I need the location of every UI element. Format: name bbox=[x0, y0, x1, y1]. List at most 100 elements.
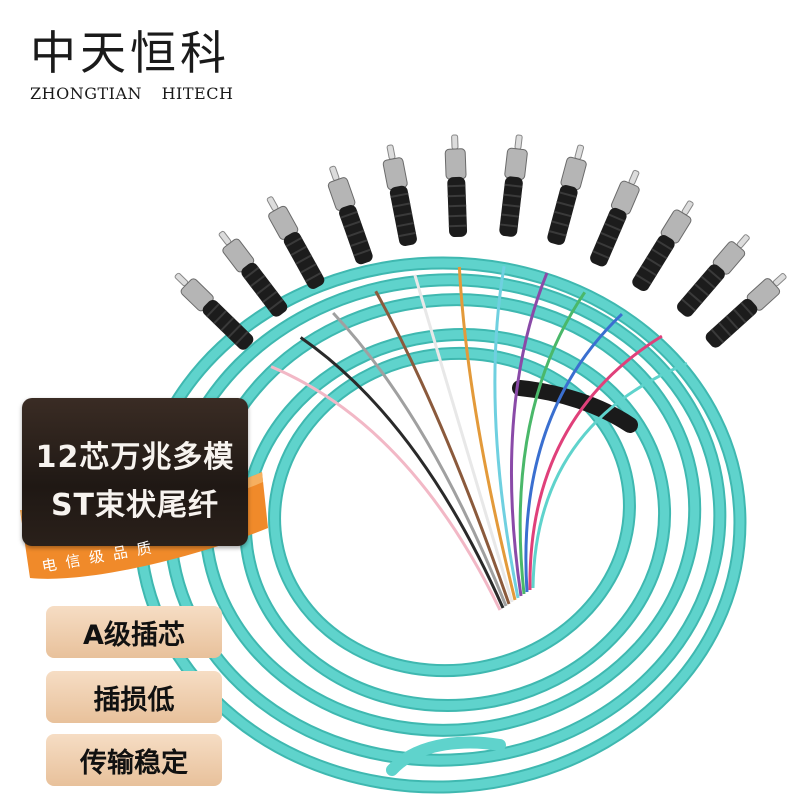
boot-rib bbox=[700, 275, 716, 289]
brand-name-chinese: 中天恒科 bbox=[30, 26, 230, 80]
st-connector bbox=[327, 165, 373, 265]
connector-boot bbox=[632, 235, 675, 292]
boot-rib bbox=[707, 267, 723, 282]
ferrule-tip bbox=[574, 144, 585, 160]
boot-rib bbox=[635, 273, 652, 285]
boot-rib bbox=[656, 239, 673, 251]
boot-rib bbox=[556, 201, 575, 208]
cable-coil-ring-highlight bbox=[240, 329, 670, 711]
boot-rib bbox=[740, 301, 754, 317]
boot-rib bbox=[343, 220, 362, 229]
boot-rib bbox=[304, 271, 322, 283]
st-connectors bbox=[174, 134, 787, 350]
fiber-strand bbox=[524, 312, 623, 593]
boot-rib bbox=[300, 263, 317, 274]
boot-rib bbox=[295, 254, 312, 265]
boot-rib bbox=[503, 193, 522, 198]
boot-rib bbox=[725, 315, 740, 330]
boot-rib bbox=[651, 248, 668, 260]
ferrule-tip bbox=[386, 144, 396, 160]
boot-rib bbox=[600, 231, 618, 241]
boot-rib bbox=[249, 274, 266, 288]
boot-rib bbox=[340, 210, 358, 219]
boot-rib bbox=[502, 203, 521, 208]
boot-rib bbox=[694, 283, 710, 297]
fiber-strand bbox=[270, 365, 502, 611]
boot-rib bbox=[234, 330, 249, 346]
st-connector bbox=[632, 200, 694, 292]
boot-rib bbox=[448, 214, 467, 218]
connector-housing bbox=[382, 157, 408, 191]
boot-rib bbox=[392, 202, 411, 208]
fiber-strands bbox=[270, 265, 688, 611]
boot-rib bbox=[447, 194, 466, 198]
boot-rib bbox=[558, 191, 577, 198]
connector-boot bbox=[241, 262, 288, 317]
boot-rib bbox=[718, 321, 732, 337]
fiber-strand bbox=[518, 291, 586, 595]
st-connector bbox=[382, 144, 417, 247]
boot-rib bbox=[640, 265, 657, 277]
boot-rib bbox=[262, 290, 278, 304]
boot-rib bbox=[592, 250, 610, 260]
boot-rib bbox=[447, 184, 466, 188]
boot-rib bbox=[548, 230, 567, 237]
boot-rib bbox=[396, 222, 415, 228]
fiber-strand bbox=[528, 334, 663, 591]
product-title-line-2: ST束状尾纤 bbox=[50, 488, 220, 523]
ferrule-tip bbox=[329, 165, 340, 181]
boot-rib bbox=[645, 256, 663, 268]
connector-boot bbox=[547, 184, 578, 245]
product-title-box: 12芯万兆多模 ST束状尾纤 bbox=[22, 398, 248, 546]
fiber-strand bbox=[413, 274, 514, 603]
brand-logo: 中天恒科 ZHONGTIAN HITECH bbox=[30, 30, 233, 103]
feature-badge-low-loss: 插损低 bbox=[46, 671, 222, 723]
boot-rib bbox=[551, 220, 570, 227]
boot-rib bbox=[604, 222, 622, 232]
boot-rib bbox=[220, 316, 235, 332]
connector-housing bbox=[444, 148, 467, 180]
st-connector bbox=[266, 196, 325, 289]
boot-rib bbox=[499, 223, 518, 228]
feature-badge-ferrule: A级插芯 bbox=[46, 606, 222, 658]
connector-boot bbox=[705, 298, 758, 348]
fiber-strand bbox=[531, 362, 688, 589]
st-connector bbox=[218, 230, 288, 317]
ferrule-tip bbox=[451, 134, 459, 150]
fiber-strand bbox=[457, 266, 517, 601]
boot-rib bbox=[553, 210, 572, 218]
boot-rib bbox=[681, 298, 697, 312]
boot-rib bbox=[710, 328, 725, 344]
st-connector bbox=[705, 273, 787, 348]
breakout-sleeve bbox=[512, 380, 638, 433]
fiber-strand bbox=[493, 265, 520, 599]
boot-rib bbox=[243, 266, 260, 280]
boot-rib bbox=[732, 308, 747, 324]
st-connector bbox=[499, 134, 528, 237]
cable-coil-ring-highlight bbox=[270, 348, 634, 676]
ferrule-tip bbox=[628, 169, 640, 185]
boot-rib bbox=[346, 229, 365, 238]
st-connector bbox=[547, 144, 587, 245]
boot-rib bbox=[390, 192, 409, 198]
ferrule-tip bbox=[514, 134, 523, 150]
fiber-strand bbox=[374, 290, 511, 605]
boot-rib bbox=[205, 303, 220, 318]
boot-rib bbox=[687, 290, 703, 305]
st-connector bbox=[677, 234, 750, 317]
fiber-strand bbox=[332, 311, 508, 607]
boot-rib bbox=[448, 224, 467, 228]
boot-rib bbox=[353, 248, 371, 257]
boot-rib bbox=[268, 298, 284, 312]
boot-rib bbox=[255, 282, 272, 296]
connector-housing bbox=[504, 147, 528, 181]
st-connector bbox=[444, 134, 468, 238]
fiber-strand bbox=[510, 272, 549, 597]
st-connector bbox=[174, 272, 254, 350]
feature-badge-stable: 传输稳定 bbox=[46, 734, 222, 786]
cable-end bbox=[386, 736, 506, 776]
connector-boot bbox=[339, 204, 373, 265]
boot-rib bbox=[397, 231, 417, 238]
product-title-line-1: 12芯万兆多模 bbox=[35, 440, 235, 475]
